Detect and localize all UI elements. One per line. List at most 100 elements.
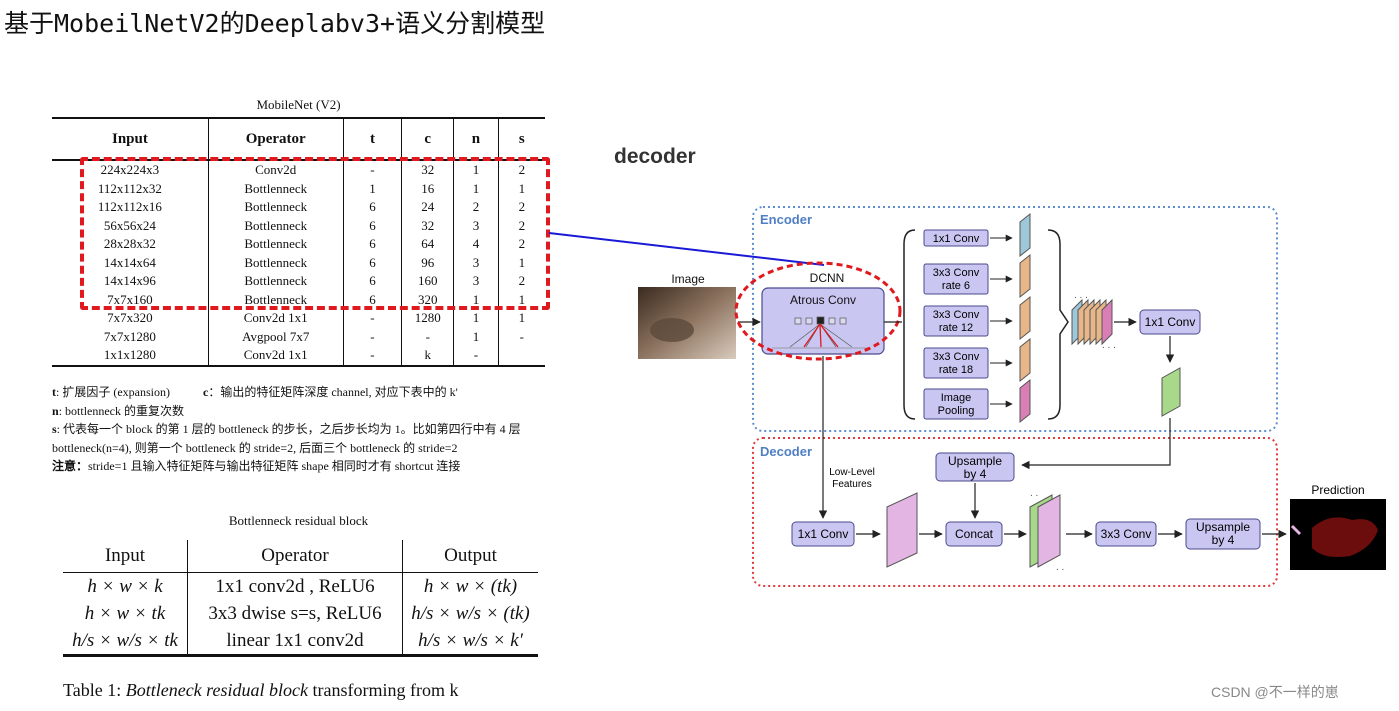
cell: Avgpool 7x7 — [207, 327, 344, 346]
encoder-label: Encoder — [760, 212, 812, 227]
arrow-enc-to-upsample — [1021, 418, 1171, 470]
cell: Bottlenneck — [207, 290, 344, 309]
cell: 6 — [342, 272, 402, 291]
cell: 1 — [497, 309, 545, 328]
encoder-output-feature — [1161, 367, 1181, 417]
cell: 96 — [401, 253, 454, 272]
concat-label: Concat — [955, 527, 994, 541]
dec-1x1-conv-label: 1x1 Conv — [798, 527, 849, 541]
svg-text:3x3 Conv: 3x3 Conv — [933, 309, 980, 321]
cell: 2 — [497, 216, 545, 235]
cell: 224x224x3 — [100, 162, 160, 178]
bt-header-output: Output — [402, 540, 538, 573]
svg-text:3x3 Conv: 3x3 Conv — [933, 267, 980, 279]
encoder-concat-features — [1071, 298, 1113, 346]
dcnn-label: DCNN — [810, 271, 845, 285]
cell: 2 — [497, 198, 545, 217]
dcnn-highlight-ellipse — [734, 261, 902, 361]
aspp-left-bracket — [903, 229, 916, 420]
notes-block: t: 扩展因子 (expansion) c：输出的特征矩阵深度 channel,… — [52, 383, 552, 476]
note-warning: 注意：stride=1 且输入特征矩阵与输出特征矩阵 shape 相同时才有 s… — [52, 459, 461, 473]
svg-text:Image: Image — [941, 392, 972, 404]
upsample2-label-line1: Upsample — [1196, 520, 1250, 534]
cell: 2 — [497, 235, 545, 254]
svg-text:3x3 Conv: 3x3 Conv — [933, 351, 980, 363]
cell: 1280 — [401, 309, 454, 328]
cell: Bottlenneck — [207, 253, 344, 272]
svg-text:1x1 Conv: 1x1 Conv — [933, 233, 980, 245]
cell: 1 — [497, 290, 545, 309]
low-level-label-line1: Low-Level — [829, 467, 875, 478]
cell: 28x28x32 — [103, 236, 156, 252]
cell: 1 — [453, 179, 499, 198]
cell: - — [401, 327, 454, 346]
note-t: t: 扩展因子 (expansion) c：输出的特征矩阵深度 channel,… — [52, 385, 458, 399]
cell: 160 — [401, 272, 454, 291]
cell: 32 — [401, 160, 454, 180]
low-level-label-line2: Features — [832, 479, 871, 490]
dec-1x1-conv-box — [791, 521, 855, 547]
aspp-branch-rate18: 3x3 Conv rate 18 — [923, 337, 1031, 383]
cell: linear 1x1 conv2d — [187, 627, 403, 657]
svg-text:rate 12: rate 12 — [939, 322, 973, 334]
cell: 7x7x320 — [107, 310, 153, 326]
upsample1-label-line2: by 4 — [964, 467, 987, 481]
aspp-branch-rate12: 3x3 Conv rate 12 — [923, 295, 1031, 341]
upsample1-box — [935, 452, 1015, 482]
cell: - — [342, 309, 402, 328]
cell: 1 — [453, 160, 499, 180]
cell: 4 — [453, 235, 499, 254]
svg-text:. .: . . — [1056, 562, 1064, 573]
decoder-concat-features — [1029, 494, 1061, 568]
header-operator: Operator — [207, 117, 344, 161]
cell: 1 — [497, 179, 545, 198]
cell: 3 — [453, 253, 499, 272]
cell: 24 — [401, 198, 454, 217]
aspp-branch-pooling: Image Pooling — [923, 378, 1031, 424]
cell: Bottlenneck — [207, 198, 344, 217]
cell: 2 — [497, 272, 545, 291]
cell: 1x1x1280 — [52, 346, 209, 367]
svg-text:Pooling: Pooling — [938, 405, 975, 417]
aspp-branch-1x1: 1x1 Conv — [923, 212, 1031, 258]
header-c: c — [401, 117, 454, 161]
cell: h/s × w/s × (tk) — [402, 600, 538, 627]
svg-text:. . .: . . . — [1102, 340, 1116, 351]
cell: 2 — [497, 160, 545, 180]
upsample2-label-line2: by 4 — [1212, 533, 1235, 547]
cell: 1x1 conv2d , ReLU6 — [187, 572, 403, 600]
prediction-label: Prediction — [1311, 483, 1364, 497]
cell: k — [401, 346, 454, 367]
bt-header-input: Input — [63, 540, 188, 573]
cell: 112x112x32 — [97, 180, 162, 196]
cell: 112x112x16 — [97, 199, 162, 215]
cell: 1 — [453, 290, 499, 309]
note-n: n: bottlenneck 的重复次数 — [52, 403, 185, 418]
bottleneck-caption: Bottlenneck residual block — [228, 513, 369, 528]
image-label: Image — [671, 272, 705, 286]
csdn-watermark: CSDN @不一样的崽 — [1211, 684, 1339, 700]
bt-header-operator: Operator — [187, 540, 403, 573]
cell: h/s × w/s × k′ — [402, 627, 538, 657]
cell: 6 — [342, 198, 402, 217]
note-s-cont: bottleneck(n=4), 则第一个 bottleneck 的 strid… — [52, 440, 458, 455]
upsample1-label-line1: Upsample — [948, 454, 1002, 468]
cell: 6 — [342, 253, 402, 272]
decoder-label: Decoder — [760, 444, 812, 459]
cell: Conv2d 1x1 — [207, 309, 344, 328]
enc-1x1-conv-box — [1139, 309, 1201, 335]
dec-3x3-conv-box — [1095, 521, 1157, 547]
cell: 7x7x160 — [107, 291, 153, 307]
cell: - — [342, 346, 402, 367]
cell: - — [453, 346, 499, 367]
cell: 1 — [497, 253, 545, 272]
